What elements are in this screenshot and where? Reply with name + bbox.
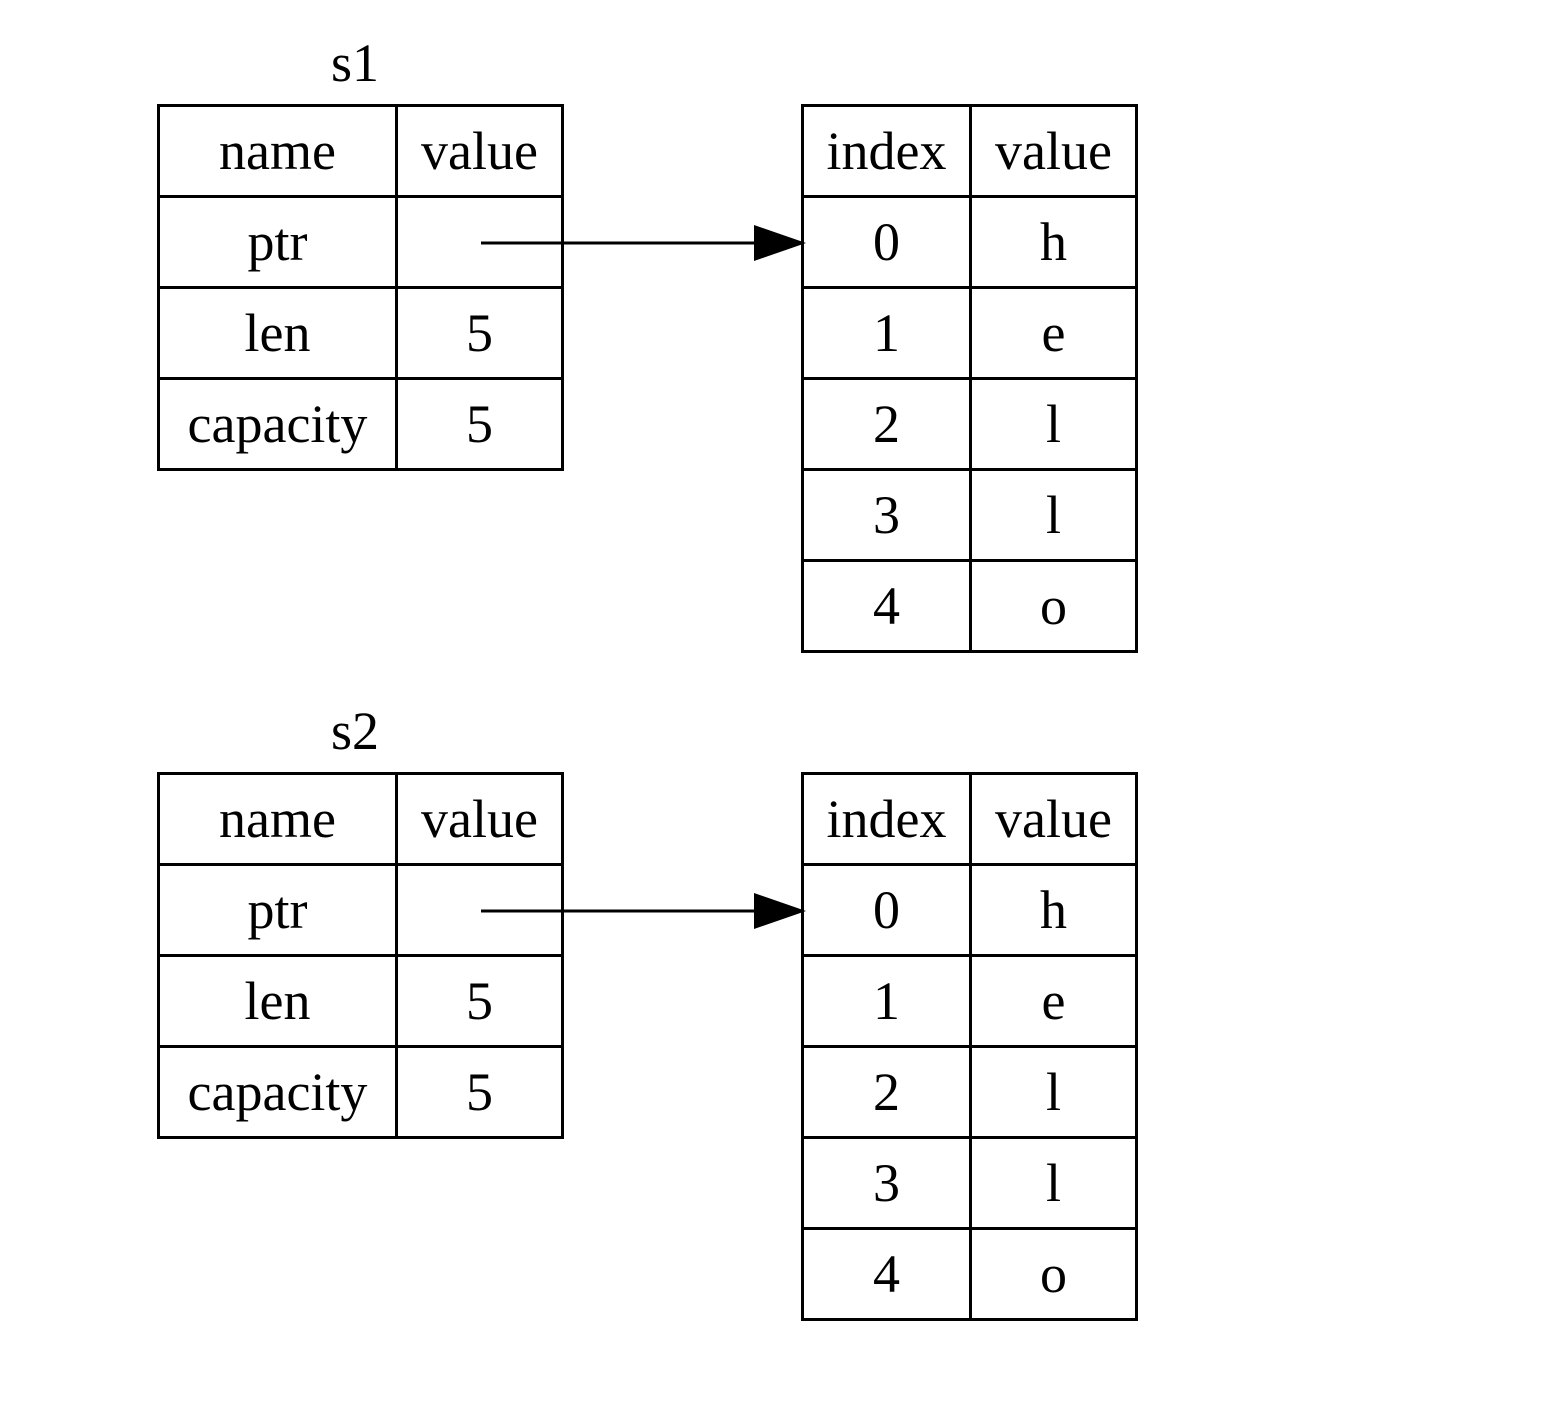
char-cell: e <box>969 954 1138 1048</box>
char-cell: h <box>969 863 1138 957</box>
field-value: 5 <box>395 377 564 471</box>
table-row: 3 l <box>801 1136 1138 1230</box>
s1-heap-table: index value 0 h 1 e 2 l 3 l 4 o <box>801 104 1138 653</box>
field-name: len <box>157 954 398 1048</box>
s2-stack-table: name value ptr len 5 capacity 5 <box>157 772 564 1139</box>
column-header-name: name <box>157 104 398 198</box>
index-cell: 2 <box>801 377 972 471</box>
column-header-name: name <box>157 772 398 866</box>
index-cell: 4 <box>801 559 972 653</box>
char-cell: o <box>969 559 1138 653</box>
table-row: 4 o <box>801 1227 1138 1321</box>
index-cell: 4 <box>801 1227 972 1321</box>
table-header-row: name value <box>157 104 564 198</box>
table-row-len: len 5 <box>157 286 564 380</box>
table-row-capacity: capacity 5 <box>157 1045 564 1139</box>
char-cell: l <box>969 1136 1138 1230</box>
s2-ptr-arrow <box>481 893 806 929</box>
s2-heap-table: index value 0 h 1 e 2 l 3 l 4 o <box>801 772 1138 1321</box>
column-header-value: value <box>395 772 564 866</box>
table-row-ptr: ptr <box>157 863 564 957</box>
char-cell: h <box>969 195 1138 289</box>
table-row-capacity: capacity 5 <box>157 377 564 471</box>
table-row: 0 h <box>801 863 1138 957</box>
char-cell: o <box>969 1227 1138 1321</box>
table-row: 1 e <box>801 954 1138 1048</box>
column-header-value: value <box>395 104 564 198</box>
s1-stack-table: name value ptr len 5 capacity 5 <box>157 104 564 471</box>
index-cell: 0 <box>801 195 972 289</box>
pointer-value-cell <box>395 195 564 289</box>
table-row: 2 l <box>801 1045 1138 1139</box>
column-header-value: value <box>969 772 1138 866</box>
index-cell: 2 <box>801 1045 972 1139</box>
s2-title: s2 <box>331 701 380 761</box>
index-cell: 0 <box>801 863 972 957</box>
index-cell: 3 <box>801 1136 972 1230</box>
table-row-len: len 5 <box>157 954 564 1048</box>
column-header-index: index <box>801 104 972 198</box>
char-cell: e <box>969 286 1138 380</box>
index-cell: 1 <box>801 954 972 1048</box>
table-row: 4 o <box>801 559 1138 653</box>
table-row: 3 l <box>801 468 1138 562</box>
field-name: ptr <box>157 195 398 289</box>
table-row-ptr: ptr <box>157 195 564 289</box>
table-header-row: index value <box>801 772 1138 866</box>
field-name: capacity <box>157 1045 398 1139</box>
field-value: 5 <box>395 954 564 1048</box>
char-cell: l <box>969 468 1138 562</box>
index-cell: 3 <box>801 468 972 562</box>
table-header-row: name value <box>157 772 564 866</box>
table-header-row: index value <box>801 104 1138 198</box>
s1-title: s1 <box>331 33 380 93</box>
field-name: ptr <box>157 863 398 957</box>
s1-ptr-arrow <box>481 225 806 261</box>
column-header-index: index <box>801 772 972 866</box>
field-value: 5 <box>395 1045 564 1139</box>
column-header-value: value <box>969 104 1138 198</box>
table-row: 0 h <box>801 195 1138 289</box>
table-row: 1 e <box>801 286 1138 380</box>
field-value: 5 <box>395 286 564 380</box>
char-cell: l <box>969 377 1138 471</box>
index-cell: 1 <box>801 286 972 380</box>
field-name: len <box>157 286 398 380</box>
char-cell: l <box>969 1045 1138 1139</box>
table-row: 2 l <box>801 377 1138 471</box>
field-name: capacity <box>157 377 398 471</box>
